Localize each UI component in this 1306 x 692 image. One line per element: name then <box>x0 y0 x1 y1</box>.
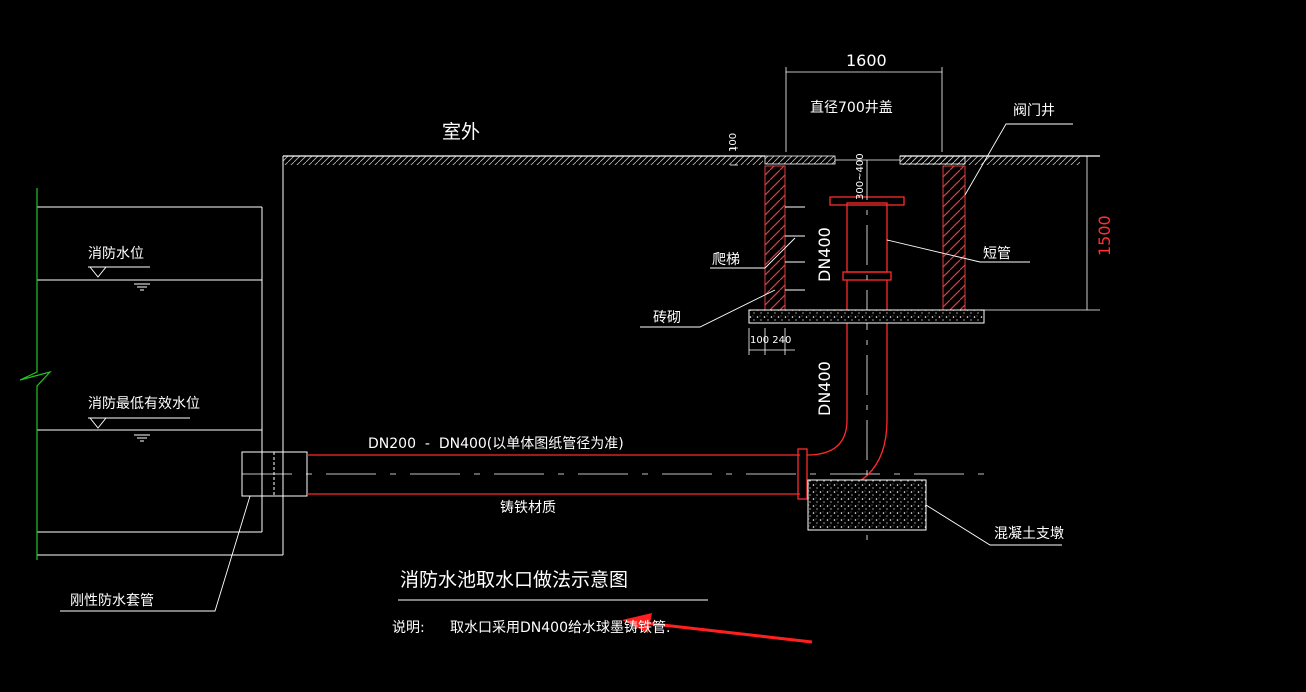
concrete-pier-label: 混凝土支墩 <box>994 526 1064 542</box>
leader-lines <box>60 123 1073 612</box>
note-label: 说明: <box>392 620 425 636</box>
ladder-rungs <box>785 206 805 291</box>
dim-100-label: 100 <box>728 133 739 152</box>
dn400-lower-label: DN400 <box>815 361 834 416</box>
intake-pipe <box>307 454 800 495</box>
elbow-flange <box>797 448 808 500</box>
dn400-upper-label: DN400 <box>815 227 834 282</box>
dim-1500-label: 1500 <box>1095 215 1114 256</box>
water-level-symbol-2 <box>88 417 190 442</box>
dim-bottom <box>748 328 795 355</box>
valve-well <box>748 155 985 324</box>
break-line <box>19 188 52 560</box>
red-arrow-annotation <box>622 613 813 644</box>
ground-surface <box>283 155 1100 165</box>
note-text: 取水口采用DN400给水球墨铸铁管. <box>450 620 670 636</box>
pipe-spec-label: DN200 - DN400(以单体图纸管径为准) <box>368 436 624 452</box>
pipe-material-label: 铸铁材质 <box>500 500 556 516</box>
rigid-sleeve-label: 刚性防水套管 <box>70 593 154 609</box>
drawing-title: 消防水池取水口做法示意图 <box>400 569 628 591</box>
fire-water-level-label: 消防水位 <box>88 246 144 262</box>
dim-100-top <box>730 147 738 166</box>
outdoor-label: 室外 <box>442 121 480 143</box>
concrete-support-pier <box>807 479 927 531</box>
water-level-symbol-1 <box>88 266 150 291</box>
valve-well-label: 阀门井 <box>1013 103 1055 119</box>
dim-1500 <box>980 155 1100 311</box>
ladder-label: 爬梯 <box>712 252 740 268</box>
tank-structure <box>37 156 284 556</box>
dim-1600 <box>785 67 943 152</box>
dim-300-400-label: 300~400 <box>855 153 866 200</box>
manhole-cover-label: 直径700井盖 <box>810 99 893 116</box>
brick-label: 砖砌 <box>653 310 681 326</box>
short-pipe-label: 短管 <box>983 246 1011 262</box>
dim-100-240-label: 100 240 <box>750 335 791 346</box>
min-effective-level-label: 消防最低有效水位 <box>88 396 200 412</box>
dim-1600-label: 1600 <box>846 51 887 70</box>
